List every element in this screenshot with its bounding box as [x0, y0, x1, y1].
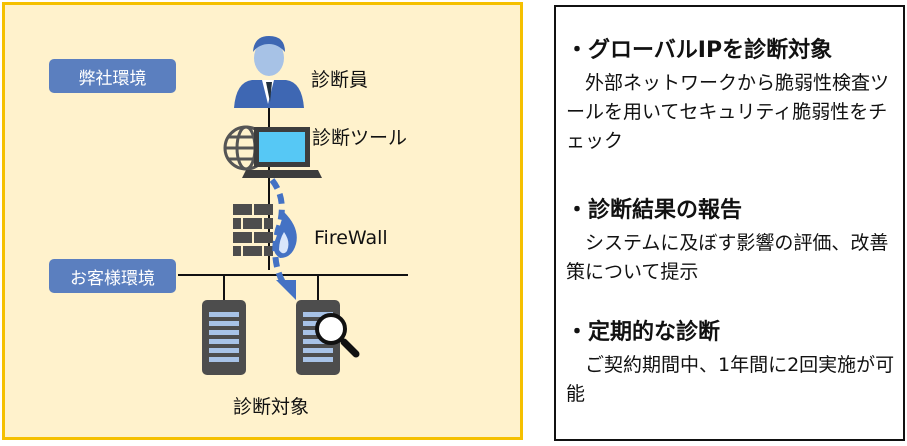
notes-panel: ・グローバルIPを診断対象 外部ネットワークから脆弱性検査ツールを用いてセキュリ… — [554, 5, 905, 441]
scan-arrowhead — [276, 280, 296, 300]
diagnosis-target-label: 診断対象 — [233, 396, 310, 418]
firewall-label: FireWall — [314, 227, 388, 249]
note-periodic: ・定期的な診断 ご契約期間中、1年間に2回実施が可能 — [566, 319, 901, 409]
note-title: ・定期的な診断 — [566, 320, 721, 345]
note-title: ・診断結果の報告 — [566, 198, 743, 223]
note-report: ・診断結果の報告 システムに及ぼす影響の評価、改善策について提示 — [566, 197, 901, 287]
magnifier-icon — [315, 313, 360, 358]
scan-path-arrow — [269, 178, 288, 288]
our-environment-badge: 弊社環境 — [49, 59, 176, 93]
note-body: 外部ネットワークから脆弱性検査ツールを用いてセキュリティ脆弱性をチェック — [566, 72, 890, 152]
note-body: ご契約期間中、1年間に2回実施が可能 — [566, 354, 895, 405]
note-global-ip: ・グローバルIPを診断対象 外部ネットワークから脆弱性検査ツールを用いてセキュリ… — [566, 37, 901, 156]
diagnostician-label: 診断員 — [311, 69, 369, 91]
note-body: システムに及ぼす影響の評価、改善策について提示 — [566, 232, 889, 283]
diagnostic-tool-label: 診断ツール — [312, 127, 408, 149]
laptop-icon — [242, 127, 322, 178]
customer-environment-badge: お客様環境 — [49, 259, 176, 293]
firewall-icon — [233, 204, 297, 258]
note-title: ・グローバルIPを診断対象 — [566, 38, 833, 63]
server-icon — [202, 300, 246, 375]
diagnostician-icon — [234, 36, 304, 108]
